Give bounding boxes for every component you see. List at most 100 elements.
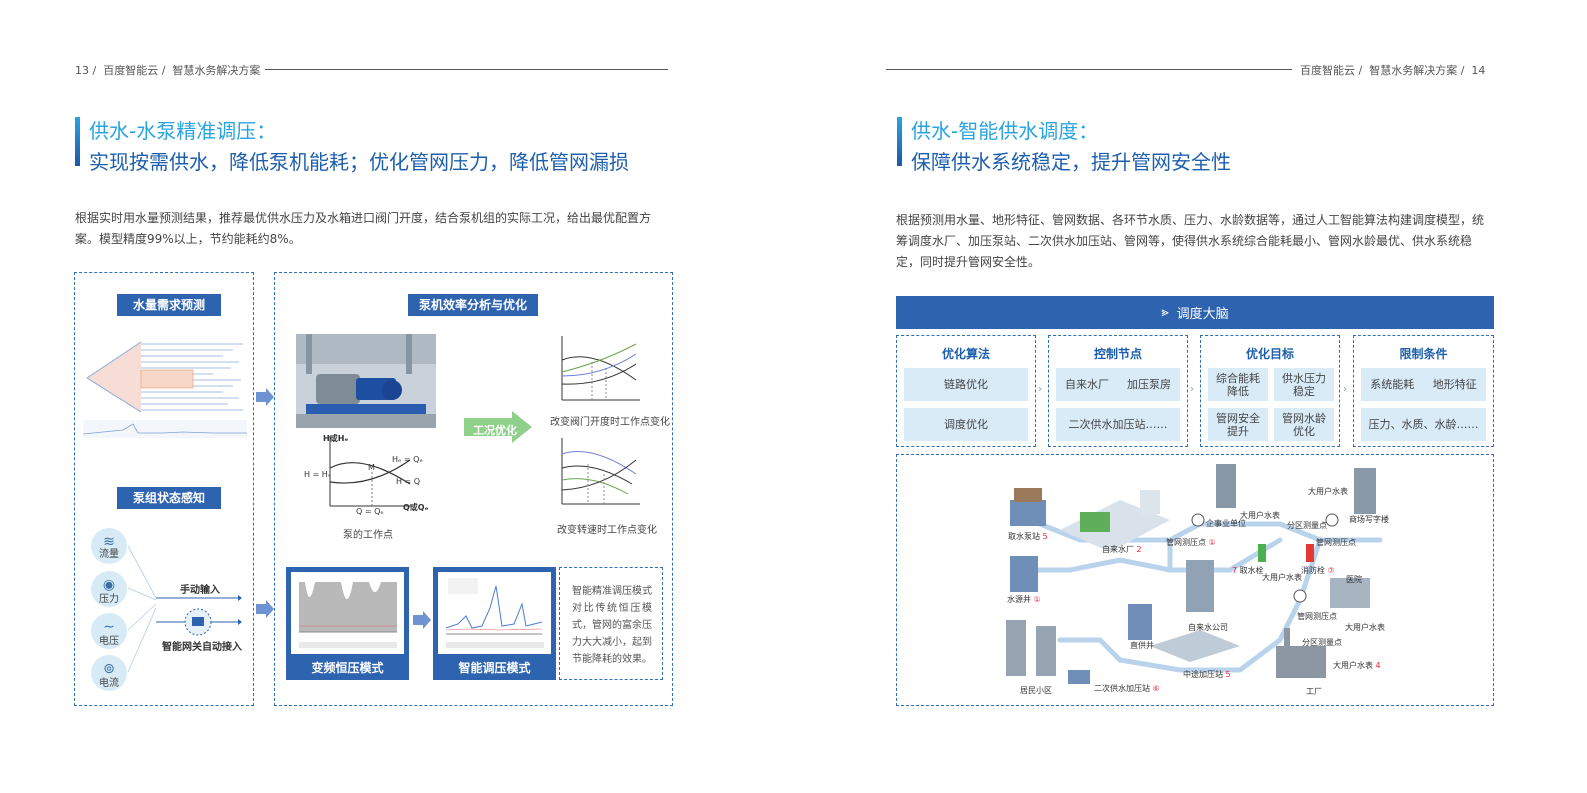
pump-chart-he-qe: Hₑ = Qₑ [392,455,423,464]
demand-forecast-label: 水量需求预测 [117,294,221,316]
pressure-sensor: ◉ [91,571,127,607]
map-label-pressure1: 管网测压点 ① [1166,537,1216,548]
valve-change-chart [561,336,640,401]
arrow-mode-compare [413,611,431,629]
goal-cell-energy: 综合能耗降低 [1208,368,1268,401]
constant-pressure-chart [291,572,404,654]
wave-icon: ≋ [103,534,115,550]
chevron-right-icon: › [1190,384,1194,395]
right-title-bar [897,117,902,166]
algo-cell-link: 链路优化 [904,368,1028,401]
map-label-zone2: 分区测量点 [1302,638,1342,647]
water-network-panel [896,454,1494,706]
left-description: 根据实时用水量预测结果，推荐最优供水压力及水箱进口阀门开度，结合泵机组的实际工况… [75,211,652,246]
map-well-num: ① [1033,595,1041,604]
left-title-line2: 实现按需供水，降低泵机能耗；优化管网压力，降低管网漏损 [89,150,629,174]
pump-chart-axis-h: H或Hₑ [323,434,349,443]
left-title-line1: 供水-水泵精准调压： [89,119,277,143]
map-label-big-meter5: 大用户水表 4 [1333,660,1381,671]
flow-label: 流量 [99,549,119,560]
map-intake-text: 取水泵站 [1008,532,1040,541]
map-label-fire: 消防栓 ⑦ [1301,565,1335,576]
pump-chart-axis-q: Q或Qₑ [403,503,429,512]
map-pressure1-text: 管网测压点 [1166,538,1206,547]
demand-tree-diagram [83,341,247,438]
left-input-panel [74,272,254,706]
left-doc-title: 智慧水务解决方案 [172,64,261,77]
constraint-terrain-label: 地形特征 [1432,378,1477,391]
speed-change-caption: 改变转速时工作点变化 [557,525,657,536]
map-label-mall: 商场写字楼 [1349,515,1389,524]
map-label-secondary: 二次供水加压站 ⑥ [1094,683,1160,694]
current-label: 电流 [99,678,119,689]
right-title-line2: 保障供水系统稳定，提升管网安全性 [911,150,1231,174]
map-label-direct: 直供井 [1130,641,1154,650]
col-constraint-title: 限制条件 [1399,347,1448,361]
left-brand: 百度智能云 [103,64,159,77]
pump-photo [296,334,436,428]
left-title-bar [75,117,80,166]
map-label-big-meter3: 大用户水表 [1262,573,1302,582]
sine-icon: ∼ [103,619,115,635]
map-bigmeter5-text: 大用户水表 [1333,661,1373,670]
right-brand: 百度智能云 [1300,64,1355,77]
gateway-input-label: 智能网关自动接入 [162,642,242,653]
pump-chart-h-q: H = Q [396,477,421,486]
map-well-text: 水源井 [1007,595,1031,604]
map-relay-num: 5 [1225,670,1231,679]
dispatch-brain-bar: ⪢ 调度大脑 [896,296,1494,329]
left-header: 13 / 百度智能云 / 智慧水务解决方案 [75,64,261,77]
col-goal-title: 优化目标 [1245,347,1294,361]
pressure-label: 压力 [99,594,119,605]
chevron-right-icon: › [1038,384,1042,395]
control-cell-secondary: 二次供水加压站…… [1056,408,1180,441]
flow-sensor: ≋ [91,528,127,564]
control-cell-pump-label: 加压泵房 [1127,378,1171,391]
current-icon: ⊚ [103,661,115,677]
pump-work-point-chart [329,436,412,507]
mode-note: 智能精准调压模式对比传统恒压模式，管网的富余压力大大减小，起到节能降耗的效果。 [559,567,663,680]
map-label-zone1: 分区测量点 [1287,521,1327,530]
sensor-connectors [127,545,242,673]
right-header-rule [886,69,1292,70]
map-label-hydrant: 7 取水栓 [1232,565,1264,576]
map-label-intake: 取水泵站 5 [1008,531,1048,542]
col-algorithm-title: 优化算法 [941,347,990,361]
map-label-big-meter4: 大用户水表 [1345,623,1385,632]
dispatch-brain-title: 调度大脑 [1176,307,1229,322]
map-pressure1-num: ① [1208,538,1216,547]
efficiency-label: 泵机效率分析与优化 [408,294,538,316]
right-page-number: 14 [1471,64,1486,77]
pump-sensing-label: 泵组状态感知 [117,487,221,509]
right-description: 根据预测用水量、地形特征、管网数据、各环节水质、压力、水龄数据等，通过人工智能算… [896,213,1485,269]
constraint-energy-label: 系统能耗 [1370,378,1415,391]
col-algorithm [896,335,1036,447]
left-header-rule [265,69,668,70]
map-label-pressure3: 管网测压点 [1297,612,1337,621]
gauge-icon: ◉ [102,577,116,593]
arrow-sensing-to-efficiency [256,600,274,618]
map-label-big-meter2: 大用户水表 [1308,487,1348,496]
map-label-hospital: 医院 [1346,575,1362,584]
manual-input-label: 手动输入 [180,585,220,596]
control-cell-plant: 自来水厂 加压泵房 [1056,368,1180,401]
chevron-right-icon: › [1343,384,1347,395]
map-label-big-meter1: 大用户水表 [1240,511,1280,520]
condition-opt-label: 工况优化 [473,424,517,437]
map-fire-num: ⑦ [1327,566,1335,575]
right-header: 百度智能云 / 智慧水务解决方案 / 14 [1300,64,1486,77]
pump-work-point-caption: 泵的工作点 [343,530,393,541]
map-label-relay: 中途加压站 5 [1183,669,1231,680]
map-intake-num: 5 [1042,532,1048,541]
map-bigmeter5-num: 4 [1375,661,1381,670]
constant-pressure-mode-card: 变频恒压模式 [286,567,409,680]
col-constraint [1353,335,1494,447]
voltage-label: 电压 [99,636,119,647]
constraint-cell-energy: 系统能耗 地形特征 [1361,368,1486,401]
constant-pressure-mode-label: 变频恒压模式 [311,661,384,675]
col-goal [1200,335,1340,447]
speed-change-chart [561,438,640,505]
map-label-residential: 居民小区 [1020,686,1052,695]
map-fire-text: 消防栓 [1301,566,1325,575]
map-relay-text: 中途加压站 [1183,670,1223,679]
